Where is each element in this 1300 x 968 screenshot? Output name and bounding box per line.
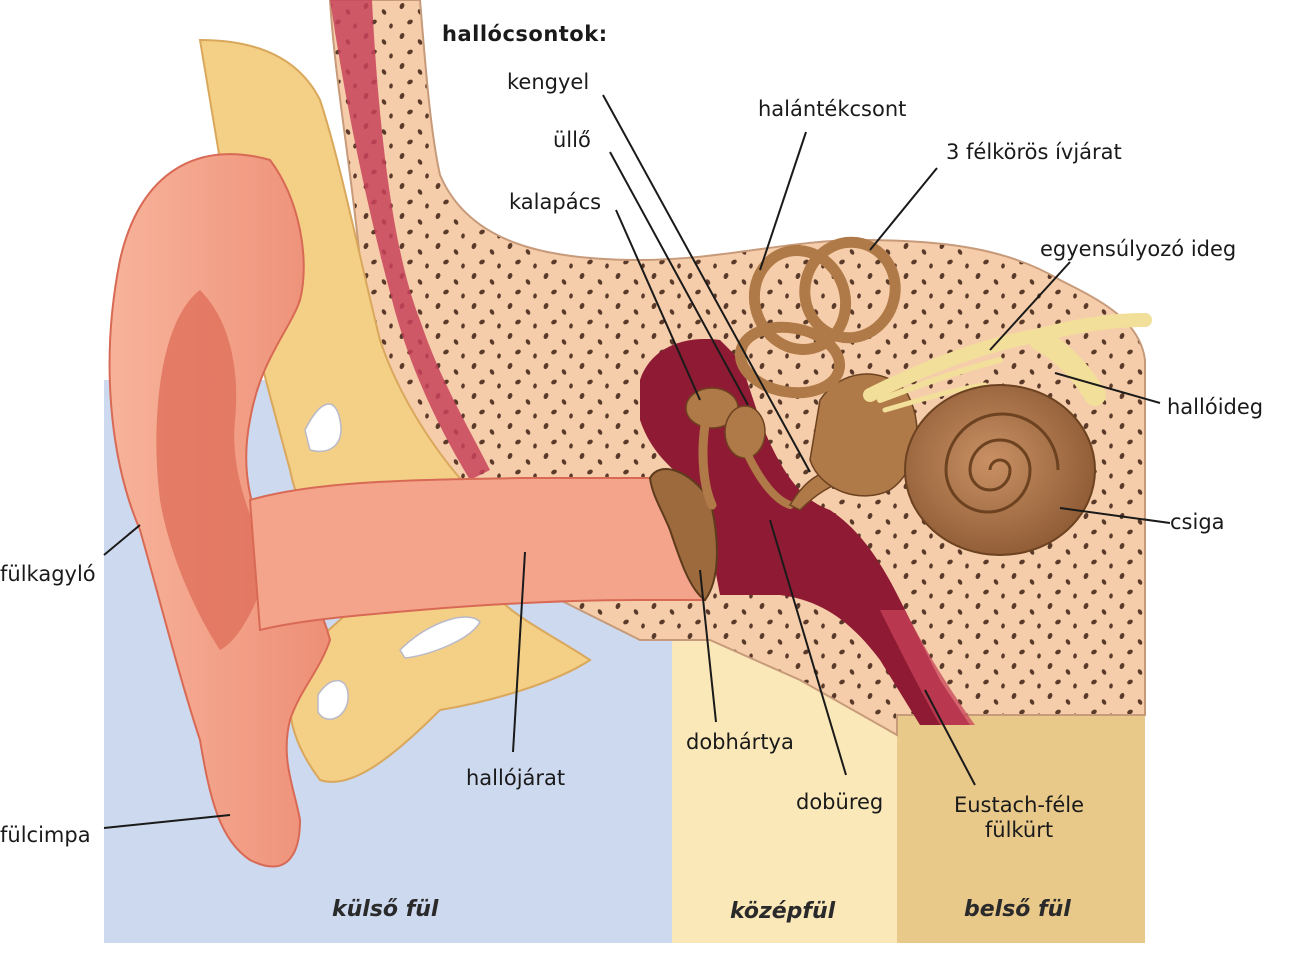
tympanic-cavity [640, 339, 970, 725]
zone-label-outer-ear: külső fül [332, 897, 439, 922]
label-halantekcsont: halántékcsont [758, 97, 907, 121]
label-hallojarat: hallójárat [466, 766, 566, 790]
eardrum [648, 468, 718, 602]
label-felkoros-ivjarat: 3 félkörös ívjárat [946, 140, 1122, 164]
label-eustach-line2: fülkürt [984, 818, 1054, 843]
label-dobureg: dobüreg [796, 790, 884, 814]
scalp-strip [330, 0, 490, 480]
leader-lines [103, 94, 1171, 829]
malleus-handle [698, 420, 717, 510]
label-kalapacs: kalapács [509, 190, 602, 214]
cartilage-highlight-3 [399, 616, 481, 659]
label-egyensulyozo-ideg: egyensúlyozó ideg [1040, 237, 1237, 261]
incus [724, 405, 766, 459]
label-fulkagylo: fülkagyló [0, 562, 96, 586]
cochlea [904, 384, 1096, 556]
label-kengyel: kengyel [507, 70, 590, 94]
ear-canal [248, 477, 707, 632]
inner-ear-zone [897, 715, 1145, 943]
cartilage-highlight-1 [304, 403, 342, 452]
incus-process [744, 451, 794, 509]
ossicles-heading: hallócsontok: [442, 22, 608, 46]
label-dobhartya: dobhártya [686, 730, 794, 754]
zone-label-middle-ear: középfül [730, 899, 836, 924]
nerves [863, 313, 1152, 413]
label-eustach: Eustach-féle fülkürt [944, 793, 1094, 843]
zone-label-inner-ear: belső fül [964, 897, 1071, 922]
label-csiga: csiga [1170, 510, 1225, 534]
label-eustach-line1: Eustach-féle [953, 793, 1085, 817]
cartilage-highlight-4 [317, 679, 349, 720]
label-fulcimpa: fülcimpa [0, 823, 91, 847]
eustachian-tube [880, 610, 975, 725]
label-halloideg: hallóideg [1167, 395, 1264, 419]
concha [156, 290, 270, 650]
label-ullo: üllő [553, 128, 591, 152]
semicircular-canals [734, 236, 901, 399]
